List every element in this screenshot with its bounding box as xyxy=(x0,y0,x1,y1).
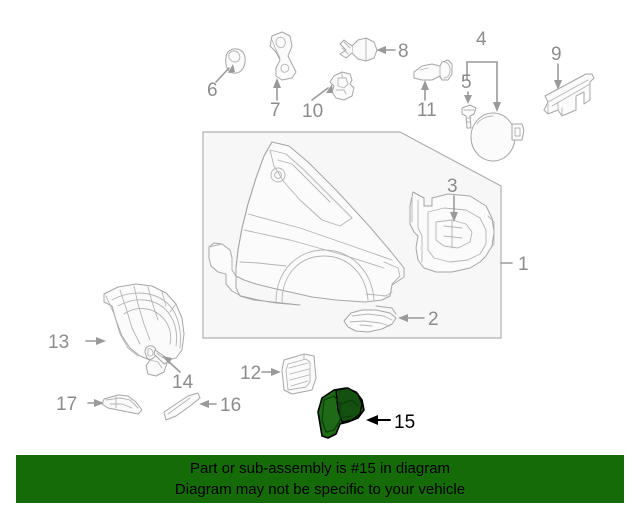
part-17-small-bracket xyxy=(101,394,143,415)
callout-2-label: 2 xyxy=(428,309,439,330)
callout-12-arrowhead xyxy=(271,368,281,376)
part-13-wheelhouse-liner xyxy=(103,283,185,377)
part-15-crease-2 xyxy=(339,415,353,419)
callout-13-label: 13 xyxy=(48,332,69,353)
callout-16-label: 16 xyxy=(220,395,241,416)
part-5-bolt xyxy=(461,104,477,129)
callout-11-arrowhead xyxy=(421,80,429,90)
callout-11-label: 11 xyxy=(417,100,437,121)
part-10-clip xyxy=(329,71,355,101)
callout-8-arrowhead xyxy=(376,46,386,54)
callout-13-arrowhead xyxy=(96,337,106,345)
callout-6-label: 6 xyxy=(207,80,218,101)
callout-7-label: 7 xyxy=(270,100,281,121)
info-banner: Part or sub-assembly is #15 in diagram D… xyxy=(16,455,624,503)
callout-7-arrowhead xyxy=(273,78,281,88)
part-16-wedge-trim xyxy=(163,392,201,421)
callout-9-label: 9 xyxy=(551,44,562,65)
callout-16-arrowhead xyxy=(199,400,209,408)
callout-17-label: 17 xyxy=(56,394,77,415)
part-7-bracket xyxy=(269,31,297,81)
banner-line-1: Part or sub-assembly is #15 in diagram xyxy=(189,460,451,477)
callout-8-label: 8 xyxy=(398,41,409,62)
callout-10-leader xyxy=(311,87,329,101)
callout-12-label: 12 xyxy=(240,363,261,384)
callout-6-leader xyxy=(215,67,230,83)
callout-4-arrowhead xyxy=(493,102,501,112)
callout-3-arrowhead xyxy=(450,212,458,222)
part-6-grommet xyxy=(225,48,246,74)
part-15-edge xyxy=(321,395,341,433)
callout-14-arrowhead xyxy=(162,356,172,364)
part-15-face xyxy=(335,387,363,423)
callout-15-label: 15 xyxy=(394,412,415,433)
callout-6-arrowhead xyxy=(228,64,235,73)
part-8-screw xyxy=(339,37,378,62)
callout-1-label: 1 xyxy=(518,254,529,275)
callout-17-arrowhead xyxy=(94,399,104,407)
callout-5-arrowhead xyxy=(464,95,472,104)
callout-10-label: 10 xyxy=(302,101,323,122)
callout-3-label: 3 xyxy=(447,176,458,197)
callout-14-label: 14 xyxy=(172,372,194,393)
part-15-crease-1 xyxy=(339,399,359,407)
callout-9-arrowhead xyxy=(554,80,562,90)
callout-4-label: 4 xyxy=(476,29,487,50)
callout-2-arrowhead xyxy=(398,314,408,322)
part-2-lower-extension xyxy=(343,305,397,333)
callout-5-label: 5 xyxy=(461,72,472,93)
part-14-retainer-clip xyxy=(144,345,169,365)
part-9-trim-rail xyxy=(543,73,595,117)
part-4-fuel-lid xyxy=(470,112,525,162)
fuel-lid-body xyxy=(470,112,516,162)
callout-10-arrowhead xyxy=(326,84,333,93)
callout-15-arrowhead xyxy=(366,415,378,425)
part-15-highlighted xyxy=(317,387,365,439)
quarter-panel-outer xyxy=(208,141,405,306)
part-12-vent-grille xyxy=(281,353,317,395)
part-3-inner-panel xyxy=(409,191,495,273)
part-11-stud-pin xyxy=(413,59,453,81)
banner-line-2: Diagram may not be specific to your vehi… xyxy=(174,481,466,498)
